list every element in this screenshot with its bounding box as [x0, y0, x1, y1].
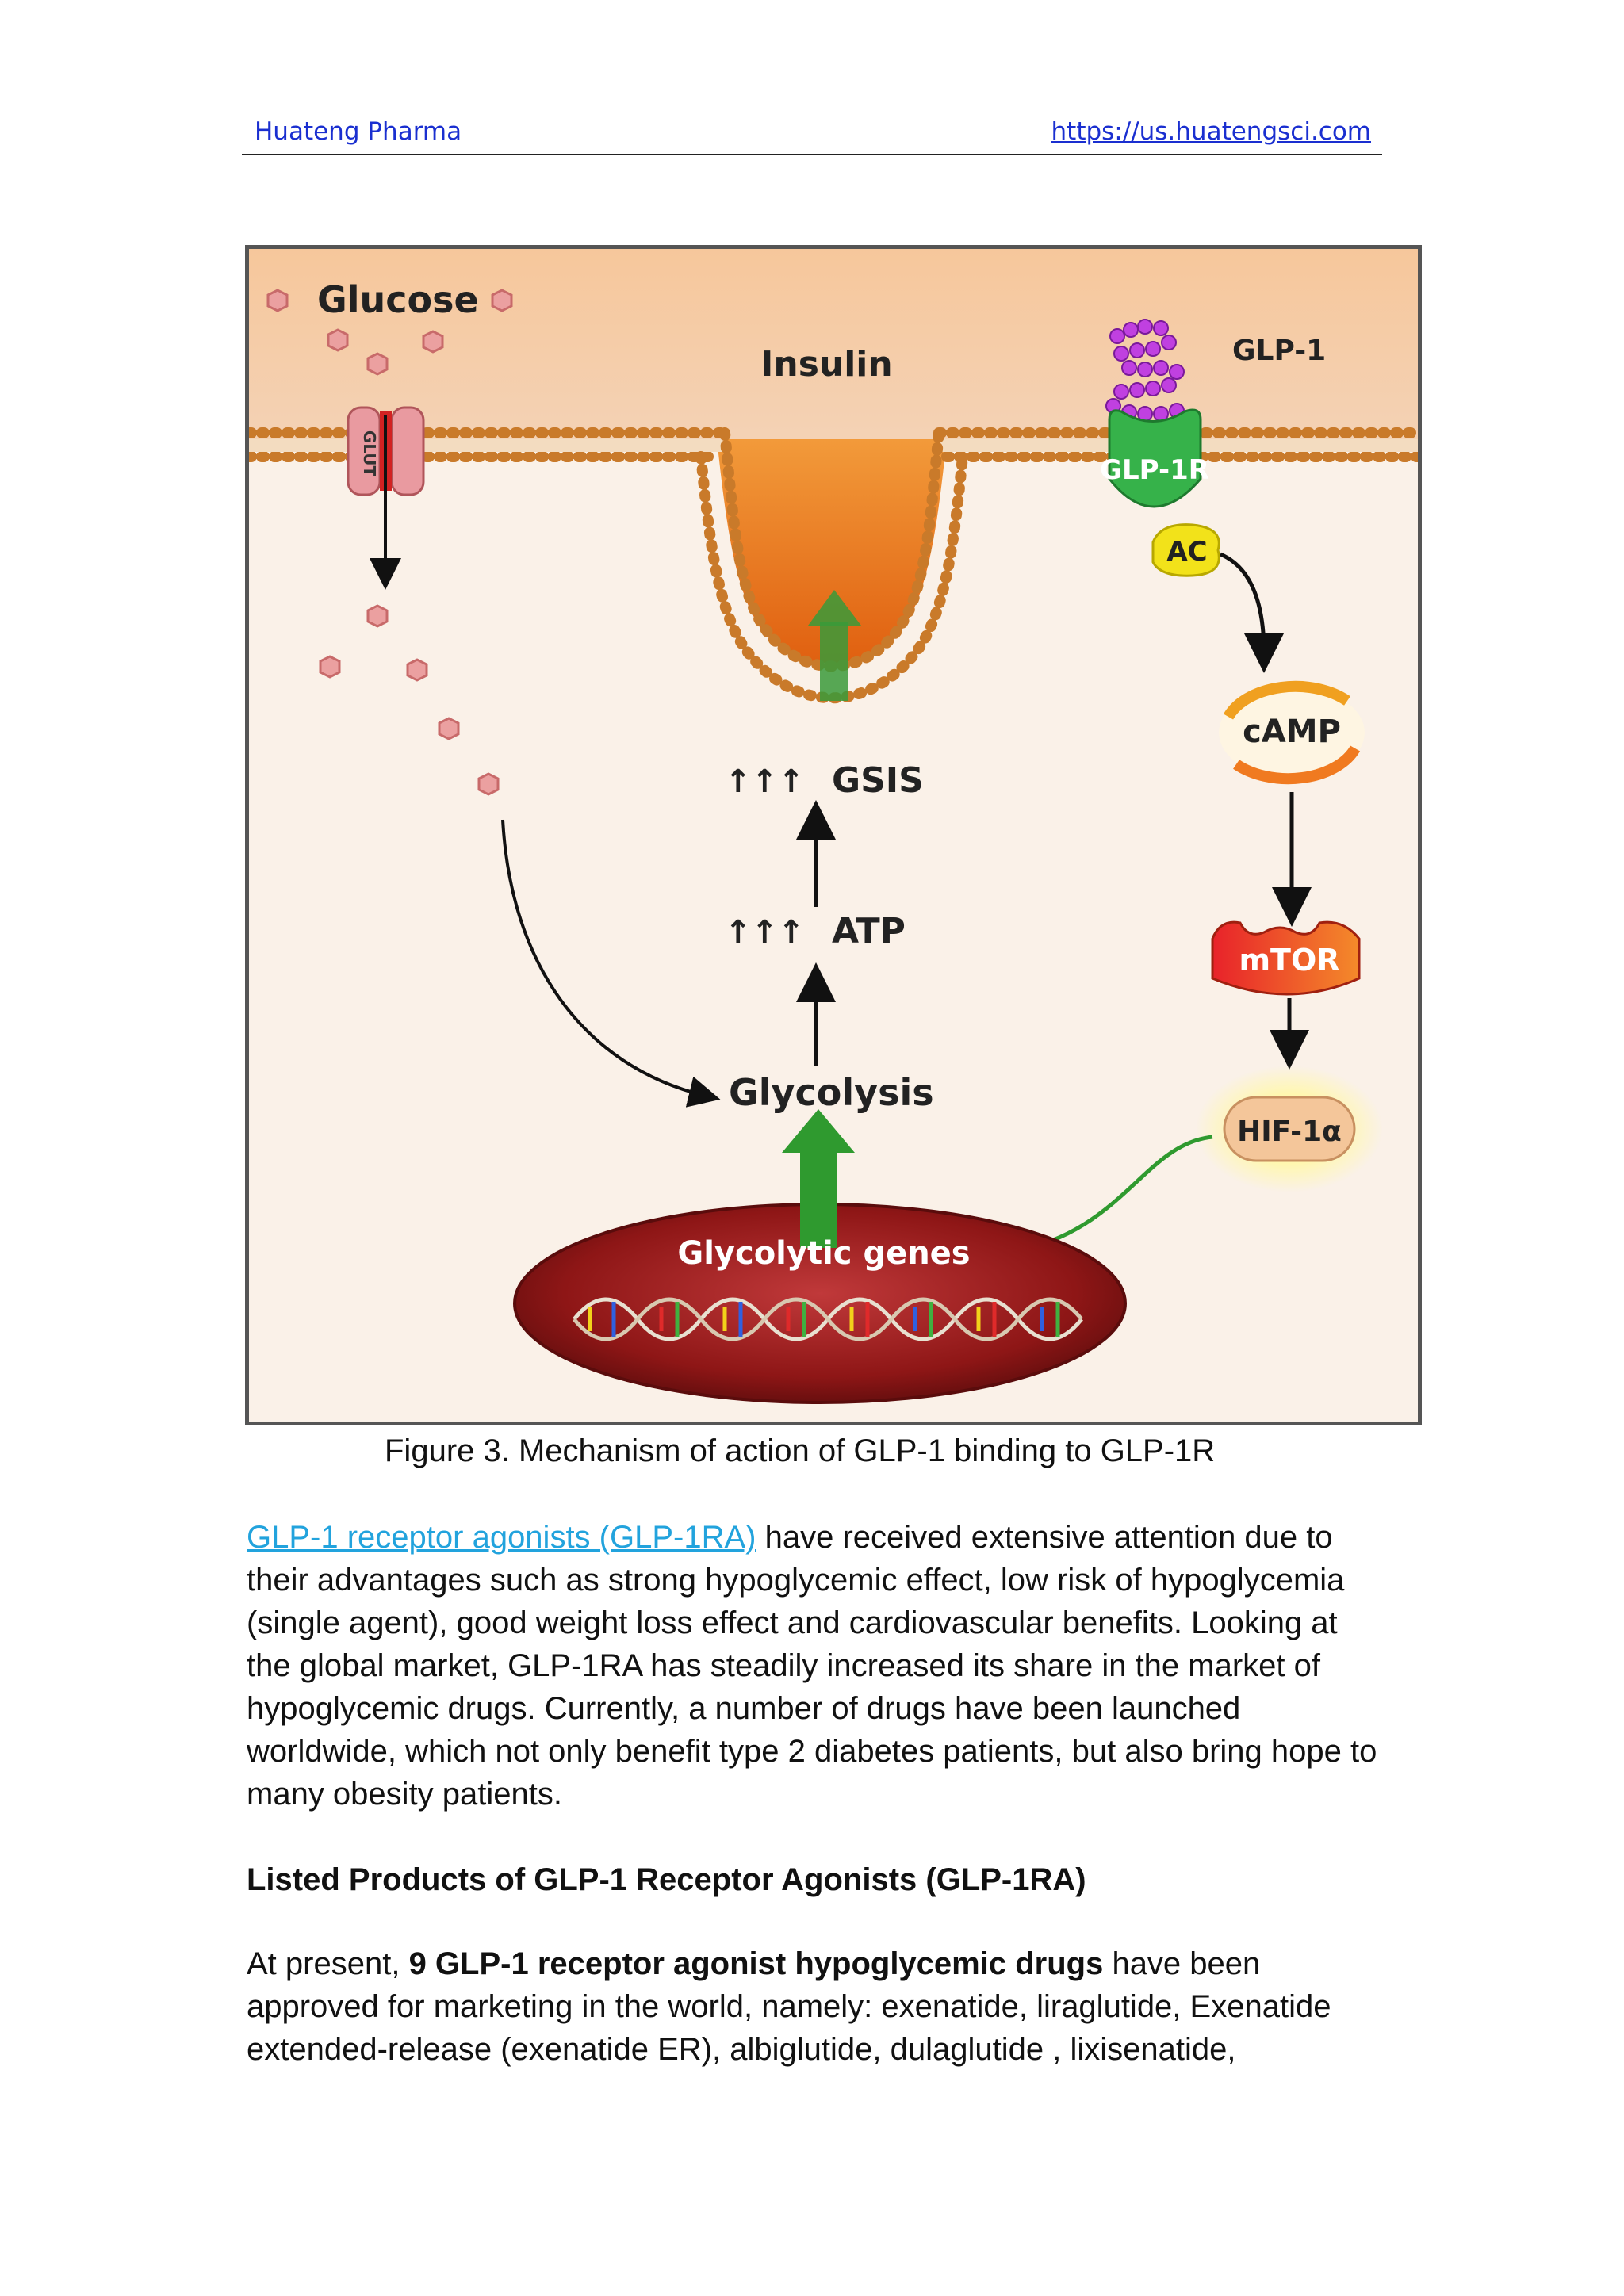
camp-cycle: cAMP [1219, 680, 1365, 785]
gsis-label: GSIS [832, 760, 924, 801]
intro-paragraph: GLP-1 receptor agonists (GLP-1RA) have r… [247, 1516, 1388, 1816]
mechanism-diagram: GLUT Glucose Insulin GLP-1 GLP-1R AC [249, 249, 1418, 1404]
dna-helix-icon [573, 1297, 1083, 1341]
glycolytic-genes-label: Glycolytic genes [677, 1235, 970, 1272]
figure-caption: Figure 3. Mechanism of action of GLP-1 b… [385, 1433, 1216, 1468]
glp1r-label: GLP-1R [1100, 454, 1209, 486]
ac-enzyme [1151, 523, 1220, 577]
glycolysis-label: Glycolysis [729, 1071, 934, 1114]
glucose-molecules-icon [266, 289, 513, 796]
mtor-label: mTOR [1239, 943, 1339, 978]
hif-1a-protein [1223, 1096, 1356, 1162]
ac-label: AC [1166, 536, 1207, 568]
products-prefix: At present, [247, 1946, 409, 1981]
mtor-complex [1211, 920, 1361, 996]
camp-label: cAMP [1243, 714, 1341, 750]
insulin-label: Insulin [760, 344, 893, 385]
glp1-label: GLP-1 [1232, 335, 1326, 367]
section-heading: Listed Products of GLP-1 Receptor Agonis… [247, 1862, 1086, 1897]
atp-label: ATP [832, 911, 906, 951]
mechanism-figure: GLUT Glucose Insulin GLP-1 GLP-1R AC [245, 245, 1422, 1425]
atp-up-arrows: ↑↑↑ [725, 914, 805, 951]
header-brand: Huateng Pharma [255, 117, 462, 146]
hif-1a-label: HIF-1α [1237, 1115, 1342, 1148]
glp1r-receptor [1108, 408, 1202, 508]
glut-transporter: GLUT [347, 406, 425, 496]
products-paragraph: At present, 9 GLP-1 receptor agonist hyp… [247, 1942, 1388, 2071]
intro-text: have received extensive attention due to… [247, 1520, 1377, 1812]
page-header: Huateng Pharma https://us.huatengsci.com [242, 114, 1382, 155]
glut-label: GLUT [360, 430, 379, 477]
gsis-up-arrows: ↑↑↑ [725, 763, 805, 800]
products-bold-text: 9 GLP-1 receptor agonist hypoglycemic dr… [408, 1946, 1104, 1981]
glp1ra-link[interactable]: GLP-1 receptor agonists (GLP-1RA) [247, 1520, 756, 1555]
up-arrow-icon [782, 1109, 855, 1153]
products-text: have been approved for marketing in the … [247, 1946, 1331, 2067]
glucose-label: Glucose [317, 278, 479, 321]
header-url-link[interactable]: https://us.huatengsci.com [1051, 117, 1371, 146]
